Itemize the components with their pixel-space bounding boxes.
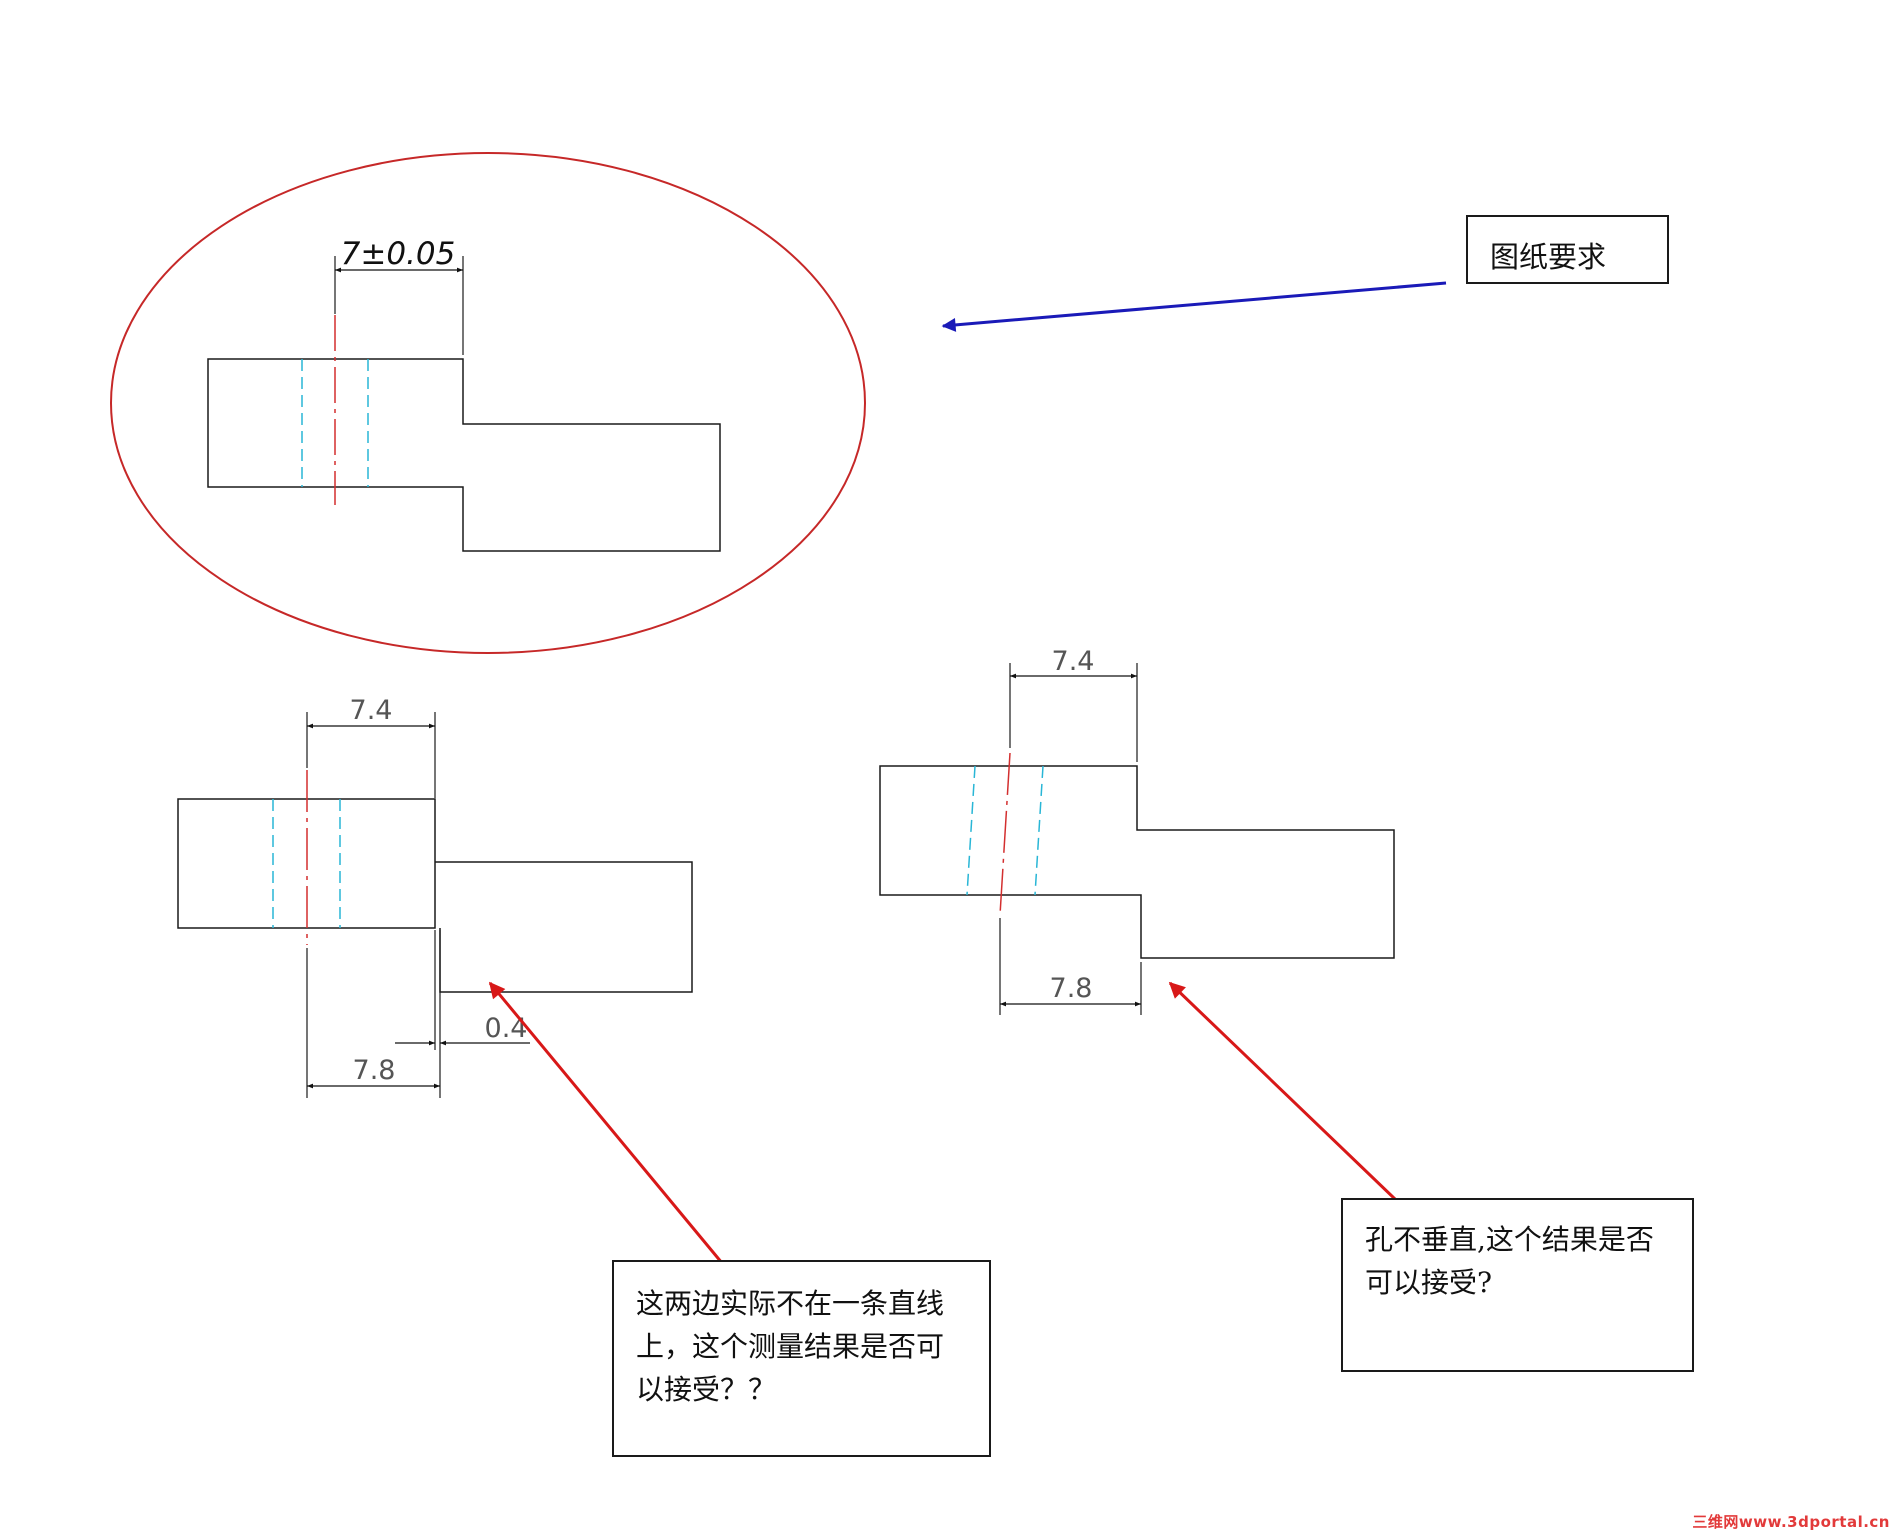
red-pointer-arrow <box>488 981 724 1264</box>
blue-pointer-arrow <box>941 281 1447 332</box>
spec-drawing: 7±0.05 <box>110 152 866 654</box>
watermark: 三维网www.3dportal.cn <box>1692 1513 1890 1531</box>
question-note-2: 孔不垂直,这个结果是否 可以接受? <box>1341 1198 1694 1372</box>
measured-part-2: 7.4 7.8 <box>879 646 1395 1015</box>
note-line: 这两边实际不在一条直线 <box>636 1287 945 1320</box>
tolerance-dimension-label: 7±0.05 <box>341 236 456 272</box>
hidden-line <box>966 765 976 896</box>
part-outline <box>435 861 693 993</box>
bottom-dimension-label: 7.8 <box>1050 973 1093 1004</box>
note-line: 可以接受? <box>1365 1266 1493 1299</box>
red-pointer-arrow <box>1168 981 1398 1202</box>
part-outline <box>879 765 1395 959</box>
bottom-dimension-label: 7.8 <box>353 1055 396 1086</box>
note-line: 上，这个测量结果是否可 <box>636 1330 945 1363</box>
note-line: 孔不垂直,这个结果是否 <box>1365 1223 1654 1256</box>
center-line <box>999 752 1011 916</box>
measured-part-1: 7.4 7.8 0.4 <box>177 695 693 1098</box>
note-line: 以接受？？ <box>636 1373 777 1406</box>
top-dimension-label: 7.4 <box>350 695 393 726</box>
question-note-1: 这两边实际不在一条直线 上，这个测量结果是否可 以接受？？ <box>612 1260 991 1457</box>
note-text: 图纸要求 <box>1490 240 1607 274</box>
part-outline <box>177 798 436 929</box>
hidden-line <box>1034 765 1044 896</box>
drawing-requirement-note: 图纸要求 <box>1466 215 1669 284</box>
highlight-ellipse <box>110 152 866 654</box>
offset-dimension-label: 0.4 <box>485 1013 528 1044</box>
part-outline <box>207 358 721 552</box>
top-dimension-label: 7.4 <box>1052 646 1095 677</box>
